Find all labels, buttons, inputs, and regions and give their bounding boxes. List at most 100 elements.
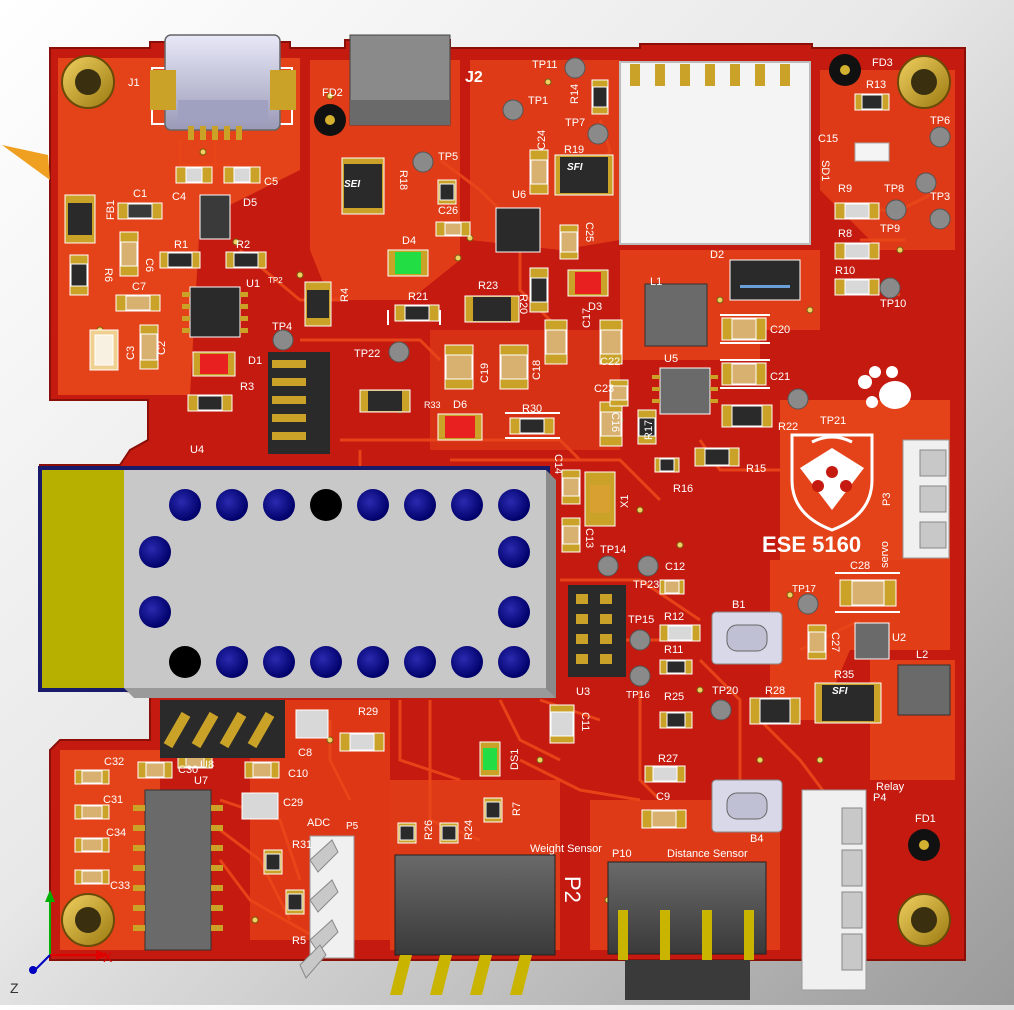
sfi-mark: SFI	[567, 162, 583, 173]
label-r14: R14	[569, 84, 581, 104]
label-c6: C6	[143, 258, 155, 272]
connector-j2-body	[349, 34, 451, 126]
corner-hole-tl	[61, 55, 115, 109]
label-u1: U1	[246, 278, 260, 290]
label-p10: P10	[612, 848, 632, 860]
label-c24: C24	[536, 130, 548, 150]
ics	[133, 207, 951, 951]
diode-d2	[729, 259, 801, 301]
label-c33: C33	[110, 880, 130, 892]
connector-p2	[390, 854, 556, 995]
label-c14: C14	[552, 454, 564, 474]
button-b4	[711, 779, 783, 833]
label-c22: C22	[600, 356, 620, 368]
label-r6: R6	[102, 268, 114, 282]
label-tp15: TP15	[628, 614, 654, 626]
label-c4: C4	[172, 191, 186, 203]
label-p5: P5	[346, 821, 359, 832]
label-fb1: FB1	[105, 200, 117, 220]
tact-buttons	[711, 611, 783, 833]
label-r30: R30	[522, 403, 542, 415]
label-r35: R35	[834, 669, 854, 681]
ic-u7	[133, 789, 223, 951]
label-r17: R17	[643, 420, 655, 440]
label-tp7: TP7	[565, 117, 585, 129]
label-tp5: TP5	[438, 151, 458, 163]
label-r23: R23	[478, 280, 498, 292]
label-tp4: TP4	[272, 321, 292, 333]
label-fd2: FD2	[322, 87, 343, 99]
ic-u6	[495, 207, 541, 253]
label-c29: C29	[283, 797, 303, 809]
label-r27: R27	[658, 753, 678, 765]
label-d6: D6	[453, 399, 467, 411]
axis-triad	[29, 890, 108, 974]
corner-hole-br	[897, 893, 951, 947]
sfi-mark-r35: SFI	[832, 686, 848, 697]
label-sd1: SD1	[819, 160, 831, 181]
label-j1: J1	[128, 77, 140, 89]
label-r12: R12	[664, 611, 684, 623]
label-tp3: TP3	[930, 191, 950, 203]
label-c15: C15	[818, 133, 838, 145]
label-c8: C8	[298, 747, 312, 759]
label-tp21: TP21	[820, 415, 846, 427]
label-tp22: TP22	[354, 348, 380, 360]
label-r21: R21	[408, 291, 428, 303]
label-j2: J2	[465, 69, 483, 86]
label-c1: C1	[133, 188, 147, 200]
connector-p5	[299, 835, 355, 979]
label-c5: C5	[264, 176, 278, 188]
silkscreen-brackets	[387, 310, 900, 613]
crystal-x1	[584, 471, 616, 527]
leds	[192, 249, 609, 777]
connector-p10	[607, 861, 767, 1000]
ic-u5	[652, 367, 718, 415]
label-tp16: TP16	[626, 690, 650, 701]
label-tp11: TP11	[532, 59, 557, 71]
label-c21: C21	[770, 371, 790, 383]
label-c30: C30	[178, 764, 198, 776]
label-r11: R11	[664, 644, 683, 656]
label-c31: C31	[103, 794, 123, 806]
label-tp1: TP1	[528, 95, 548, 107]
sd-card-slot	[619, 61, 811, 245]
label-d5: D5	[243, 197, 257, 209]
label-c20: C20	[770, 324, 790, 336]
label-u7: U7	[194, 775, 208, 787]
sei-mark: SEI	[344, 179, 360, 190]
fiducials	[314, 54, 940, 861]
mounting-holes	[61, 55, 951, 947]
label-p3: P3	[881, 493, 893, 506]
passive-components	[64, 79, 897, 915]
label-tp17: TP17	[792, 584, 816, 595]
label-c10: C10	[288, 768, 308, 780]
label-tp2: TP2	[268, 276, 283, 285]
label-r22: R22	[778, 421, 798, 433]
ic-u2	[854, 622, 890, 660]
connector-p3	[902, 439, 950, 559]
inductor-l2	[897, 664, 951, 716]
paw-icon	[858, 366, 911, 409]
radio-module	[38, 466, 556, 698]
label-ds1: DS1	[509, 749, 521, 770]
label-tp23: TP23	[633, 579, 659, 591]
label-d2: D2	[710, 249, 724, 261]
logo-text: ESE 5160	[762, 532, 861, 557]
ese-logo	[790, 366, 911, 532]
label-c18: C18	[531, 360, 543, 380]
silkscreen-labels: J1 J2 FD2 FD3 FD1 C1 C2 C3 C4 C5 C6 C7 C…	[10, 57, 950, 996]
label-r1: R1	[174, 239, 188, 251]
label-r19: R19	[564, 144, 584, 156]
label-r10: R10	[835, 265, 855, 277]
label-r24: R24	[463, 820, 475, 840]
test-point-pads	[272, 57, 951, 721]
label-u6: U6	[512, 189, 526, 201]
label-c2: C2	[156, 341, 168, 355]
label-r20: R20	[517, 294, 529, 314]
label-c13: C13	[583, 528, 595, 548]
orientation-marker	[2, 145, 50, 180]
axis-z-label: Z	[10, 980, 19, 996]
label-c26: C26	[438, 205, 458, 217]
